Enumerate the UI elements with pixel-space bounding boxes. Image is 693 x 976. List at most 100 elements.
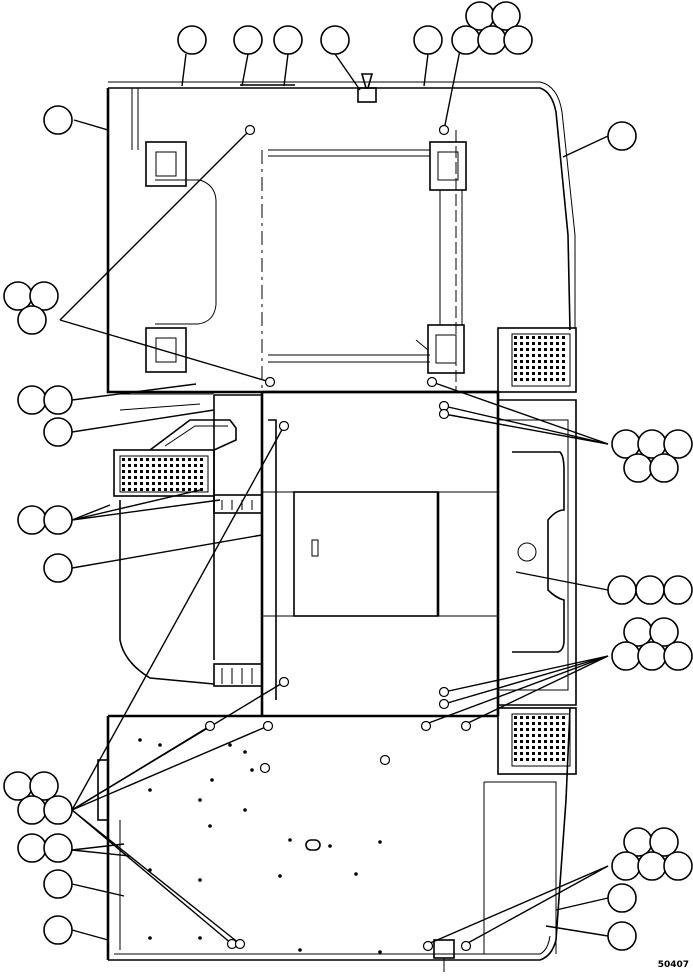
tread-pattern-mark [194,476,197,479]
tread-pattern-mark [532,728,535,731]
tread-pattern-mark [514,342,517,345]
access-hole [259,762,271,774]
callout-balloon [649,453,679,483]
tread-pattern-mark [544,752,547,755]
tread-pattern-mark [550,752,553,755]
tread-pattern-mark [520,360,523,363]
leader-end-marker [438,686,450,698]
tread-pattern-mark [122,488,125,491]
tread-pattern-mark [514,378,517,381]
tread-pattern-mark [514,348,517,351]
tread-pattern-mark [538,734,541,737]
tread-pattern-mark [182,458,185,461]
tread-pattern-mark [176,458,179,461]
tread-pattern-mark [146,488,149,491]
tread-pattern-mark [520,716,523,719]
tread-pattern-mark [544,378,547,381]
tread-pattern-mark [158,482,161,485]
tread-pattern-mark [520,728,523,731]
tread-pattern-mark [532,354,535,357]
upper-frame [106,73,577,394]
left-callout-pair-1 [17,385,73,415]
tread-pattern-mark [532,360,535,363]
tread-pattern-mark [550,342,553,345]
tread-pattern-mark [550,722,553,725]
tread-pattern-mark [520,378,523,381]
tread-pattern-mark [122,482,125,485]
bolt-hole [354,872,358,876]
tread-pattern-mark [520,366,523,369]
tread-pattern-mark [526,354,529,357]
tread-pattern-mark [526,746,529,749]
tread-pattern-mark [146,464,149,467]
tread-pattern-mark [194,482,197,485]
leader-end-marker [234,938,246,950]
callout-balloon [3,771,33,801]
tread-pattern-mark [520,746,523,749]
tread-pattern-mark [134,482,137,485]
tread-pattern-mark [526,336,529,339]
bolt-hole [148,936,152,940]
tread-pattern-mark [520,336,523,339]
tread-pattern-mark [188,488,191,491]
bolt-hole [148,788,152,792]
bolt-hole [158,743,162,747]
middle-section [113,390,577,716]
tread-pattern-mark [550,378,553,381]
callout-balloon [43,385,73,415]
tread-pattern-mark [556,758,559,761]
tread-pattern-mark [550,336,553,339]
tread-pattern-mark [194,458,197,461]
tread-pattern-mark [520,342,523,345]
tread-pattern-mark [556,366,559,369]
tread-pattern-mark [538,354,541,357]
tread-pattern-mark [140,470,143,473]
tread-pattern-mark [152,476,155,479]
tread-pattern-mark [158,488,161,491]
left-callout-single-1 [43,417,73,447]
tread-pattern-mark [152,470,155,473]
top-row-callout-1 [177,25,207,55]
tread-pattern-mark [526,752,529,755]
tread-pattern-mark [544,746,547,749]
leader-end-marker [426,376,438,388]
callout-balloon [649,827,679,857]
leader-end-marker [278,676,290,688]
tread-pattern-mark [556,372,559,375]
tread-pattern-mark [134,458,137,461]
tread-pattern-mark [188,458,191,461]
tread-pattern-mark [538,746,541,749]
tread-pattern-mark [544,722,547,725]
callout-balloon [649,617,679,647]
tread-pattern-mark [532,716,535,719]
tread-pattern-mark [200,470,203,473]
callout-balloon [43,417,73,447]
tread-pattern-mark [550,740,553,743]
callout-balloon [43,795,73,825]
bolt-hole [298,948,302,952]
callout-balloon [477,25,507,55]
right-callout-cluster-6 [611,827,693,881]
tread-pattern-mark [158,470,161,473]
tread-pattern-mark [170,464,173,467]
tread-pattern-mark [182,464,185,467]
tread-pattern-mark [152,488,155,491]
tread-pattern-mark [562,378,565,381]
tread-pattern-mark [532,758,535,761]
tread-pattern-mark [514,746,517,749]
callout-balloons [3,1,693,951]
callout-balloon [43,553,73,583]
tread-pattern-mark [140,488,143,491]
tread-pattern-mark [562,336,565,339]
tread-pattern-mark [514,722,517,725]
tread-pattern-mark [526,758,529,761]
tread-pattern-mark [200,482,203,485]
tread-pattern-mark [520,740,523,743]
tread-pattern-mark [544,372,547,375]
tread-pattern-mark [122,476,125,479]
tread-pattern-mark [194,488,197,491]
leader-end-marker [460,940,472,952]
tread-pattern-mark [556,342,559,345]
tread-pattern-mark [550,716,553,719]
tread-pattern-mark [562,740,565,743]
